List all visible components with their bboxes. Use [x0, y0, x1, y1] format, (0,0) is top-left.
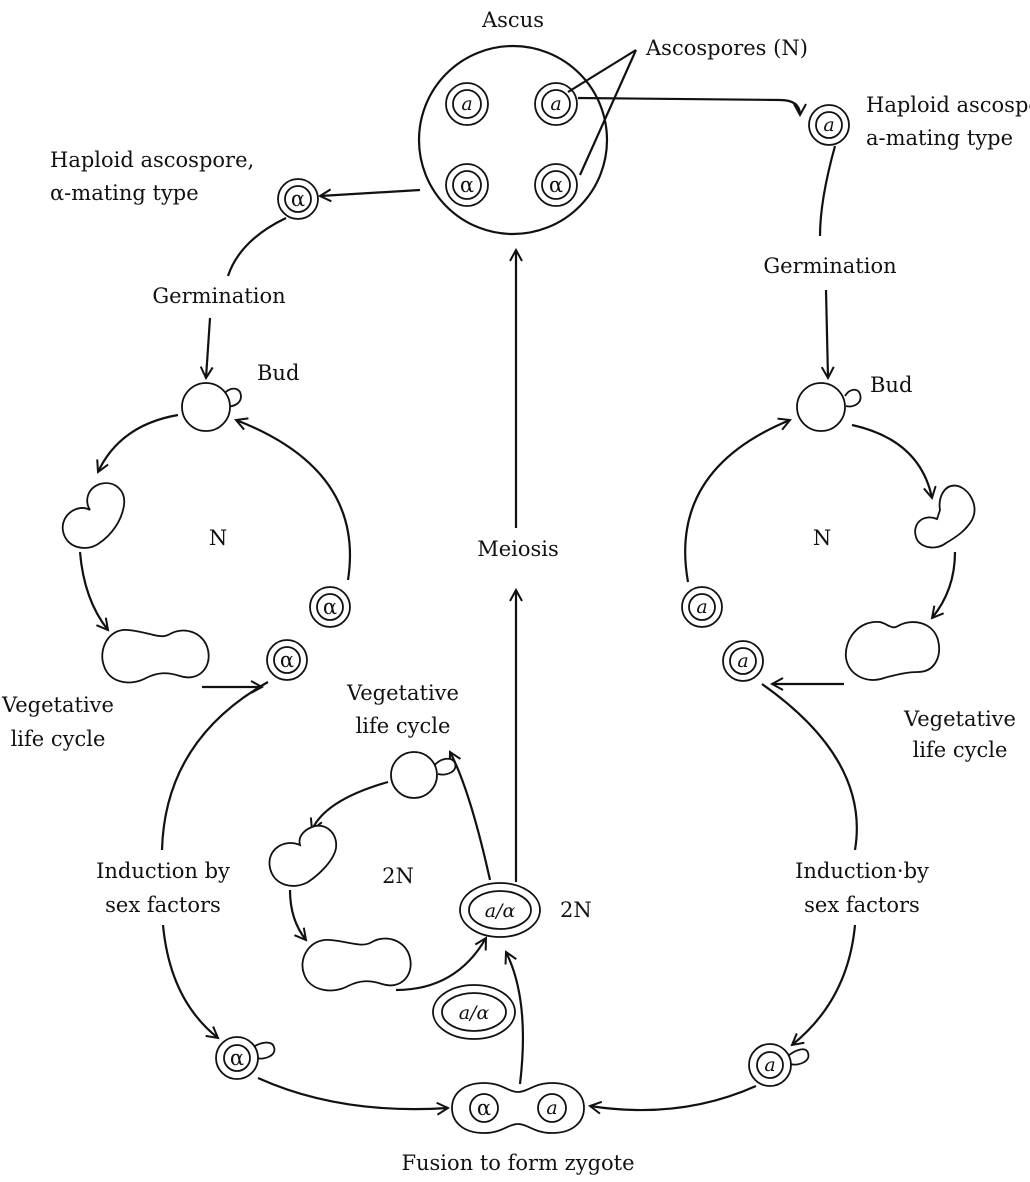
veg-center-label-line2: life cycle: [356, 714, 451, 738]
veg-left-label-line1: Vegetative: [1, 693, 114, 717]
cycle-left-arrow-1: [98, 415, 178, 472]
ascospores-label: Ascospores (N): [645, 36, 808, 60]
haploid-a-label-line2: a-mating type: [866, 126, 1013, 150]
ascospore-alpha-1: α: [446, 164, 488, 206]
germination-left-line-top: [228, 218, 286, 276]
diploid-cycle-arrow-3: [290, 890, 306, 940]
germination-left-arrow: [206, 318, 210, 378]
induction-left-label-line2: sex factors: [105, 893, 221, 917]
cycle-right-arrow-2: [932, 552, 955, 618]
induction-right-arrow: [792, 925, 855, 1045]
bud-cell-left: [182, 383, 241, 431]
diploid-budding-cell-1: [269, 826, 336, 886]
arrow-ascus-to-alpha-spore: [320, 190, 420, 196]
induction-right-line-top: [762, 684, 857, 850]
induction-right-label-line1: Induction·by: [795, 859, 929, 883]
n-right-label: N: [813, 526, 831, 550]
induction-left-arrow: [163, 925, 218, 1038]
svg-text:a: a: [550, 93, 561, 115]
diploid-cell-a-alpha: a/α: [460, 883, 540, 937]
twoN-right-label: 2N: [560, 898, 592, 922]
diploid-cycle-arrow-2: [312, 782, 388, 830]
germination-right-line-top: [820, 146, 835, 236]
ascospore-alpha-2: α: [535, 164, 577, 206]
germination-right-label: Germination: [763, 254, 896, 278]
haploid-alpha-label-line2: α-mating type: [50, 181, 199, 205]
cell-a-right-upper: a: [682, 587, 722, 627]
bud-cell-right: [797, 383, 861, 431]
diploid-budding-cell-2: [302, 939, 410, 991]
svg-text:α: α: [280, 648, 294, 672]
svg-text:α: α: [323, 595, 337, 619]
ascus: a a α α: [419, 46, 607, 234]
haploid-a-label-line1: Haploid ascospore,: [866, 93, 1030, 117]
svg-text:α: α: [291, 187, 305, 211]
svg-text:a: a: [737, 650, 748, 672]
budding-cell-left-2: [102, 630, 208, 683]
cycle-right-arrow-1: [852, 425, 932, 498]
cycle-right-arrow-4: [685, 420, 790, 582]
haploid-ascospore-alpha: α: [278, 179, 318, 219]
n-left-label: N: [209, 526, 227, 550]
cycle-left-arrow-2: [80, 552, 108, 630]
arrow-alpha-to-fusion: [258, 1078, 448, 1109]
induction-left-line-top: [162, 682, 268, 850]
veg-right-label-line2: life cycle: [913, 738, 1008, 762]
veg-center-label-line1: Vegetative: [346, 681, 459, 705]
diploid-bud-cell: [391, 752, 455, 798]
cell-alpha-left-upper: α: [310, 587, 350, 627]
ascospore-a-1: a: [446, 83, 488, 125]
svg-text:α: α: [477, 1096, 491, 1120]
germination-right-arrow: [826, 290, 828, 378]
induction-right-label-line2: sex factors: [804, 893, 920, 917]
bud-right-label: Bud: [870, 373, 912, 397]
germination-left-label: Germination: [152, 284, 285, 308]
svg-text:α: α: [460, 173, 474, 197]
ascus-label: Ascus: [481, 8, 544, 32]
cycle-left-arrow-4: [236, 420, 350, 580]
fusion-label: Fusion to form zygote: [401, 1151, 634, 1175]
bud-left-label: Bud: [257, 361, 299, 385]
diploid-cell-a-alpha-free: a/α: [433, 985, 515, 1039]
cell-a-right-lower: a: [723, 641, 763, 681]
svg-text:a: a: [764, 1054, 775, 1076]
induced-cell-alpha-left: α: [216, 1037, 274, 1079]
cell-alpha-left-lower: α: [267, 640, 307, 680]
veg-left-label-line2: life cycle: [11, 727, 106, 751]
induced-cell-a-right: a: [749, 1044, 808, 1086]
svg-text:a: a: [823, 114, 834, 136]
svg-text:α: α: [230, 1046, 244, 1070]
budding-cell-right-2: [846, 622, 939, 680]
twoN-center-label: 2N: [382, 864, 414, 888]
arrow-a-to-fusion: [590, 1086, 756, 1110]
veg-right-label-line1: Vegetative: [903, 707, 1016, 731]
induction-left-label-line1: Induction by: [96, 859, 230, 883]
svg-text:a/α: a/α: [459, 1002, 490, 1024]
haploid-ascospore-a: a: [809, 105, 849, 145]
svg-text:a: a: [696, 596, 707, 618]
svg-text:a: a: [546, 1097, 557, 1119]
haploid-alpha-label-line1: Haploid ascospore,: [50, 148, 254, 172]
budding-cell-right-1: [915, 486, 974, 548]
meiosis-label: Meiosis: [477, 537, 559, 561]
svg-text:α: α: [549, 173, 563, 197]
budding-cell-left-1: [63, 483, 125, 548]
fusing-zygote: α a: [452, 1083, 584, 1133]
svg-text:a/α: a/α: [485, 900, 516, 922]
diploid-cycle-arrow-1: [450, 752, 490, 880]
svg-text:a: a: [461, 93, 472, 115]
